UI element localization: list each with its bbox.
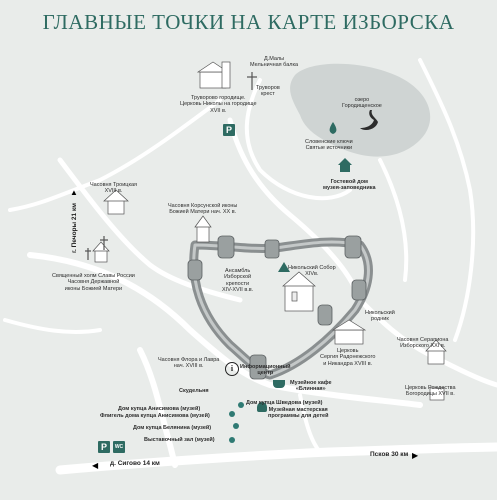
ensemble-label: Ансамбль Изборской крепости XIV-XVII в.в… (222, 268, 254, 293)
house-icon (340, 160, 352, 172)
drop-icon (329, 122, 337, 134)
nicholas-spring-label: Никольский родник (365, 310, 395, 323)
shvedov-house-label[interactable]: Дом купца Шведова (музей) (246, 400, 323, 406)
fortress (187, 235, 373, 380)
map-title: ГЛАВНЫЕ ТОЧКИ НА КАРТЕ ИЗБОРСКА (42, 10, 455, 34)
skudelnya-label: Скудельня (179, 388, 209, 394)
glory-hill-label: Священный холм Славы России Часовня Держ… (52, 273, 135, 292)
parking-icon[interactable]: P (98, 441, 110, 453)
tent-icon (278, 262, 290, 272)
road-sigovo-label: д. Сигово 14 км (110, 460, 160, 467)
exhibition-hall-label[interactable]: Выставочный зал (музей) (144, 437, 215, 443)
truvor-cross-label: Труворов крест (256, 85, 280, 98)
nativity-church-label: Церковь Рождества Богородицы XVII в. (405, 385, 456, 398)
anisimov-house-label[interactable]: Дом купца Анисимова (музей) (118, 406, 201, 412)
anisimov-wing-label[interactable]: Флигель дома купца Анисимова (музей) (100, 413, 210, 419)
road-pskov-label: Псков 30 км (370, 451, 409, 458)
arrow-up-icon: ▲ (70, 188, 78, 197)
road-pechory-label: г. Печоры 21 км (71, 203, 78, 253)
swan-icon (360, 110, 378, 130)
cross-icons (85, 72, 257, 260)
belyanin-house-label[interactable]: Дом купца Белянина (музей) (133, 425, 212, 431)
arrow-left-icon: ◀ (92, 461, 99, 470)
trinity-chapel-label: Часовня Троицкая XVIII в. (90, 182, 138, 195)
truvor-settlement-label: Труворово городище. Церковь Николы на го… (180, 95, 257, 114)
flor-chapel-label: Часовня Флора и Лавра нач. XVIII в. (158, 357, 220, 370)
nicholas-cathedral-label: Никольский Собор XIVв. (288, 265, 336, 278)
mill-label: Д.Малы Мельничная балка (250, 56, 299, 69)
horse-icon (257, 402, 267, 412)
cafe-label[interactable]: Музейное кафе «Блинная» (290, 380, 332, 393)
workshop-label[interactable]: Музейная мастерская программы для детей (268, 407, 329, 420)
coffee-cup-icon (273, 380, 285, 388)
guesthouse-label[interactable]: Гостевой дом музея-заповедника (323, 179, 376, 192)
springs-label: Словенские ключи Святые источники (305, 139, 353, 152)
arrow-right-icon: ▶ (412, 451, 419, 460)
info-center-label[interactable]: Информационный центр (240, 364, 291, 377)
parking-icon[interactable]: P (223, 124, 235, 136)
info-icon[interactable]: i (225, 362, 239, 376)
lake (290, 63, 431, 157)
location-dots (229, 402, 244, 443)
sergius-church-label: Церковь Сергия Радонежского и Никандра X… (320, 348, 376, 367)
korsun-chapel-label: Часовня Корсунской иконы Божией Матери н… (168, 203, 238, 216)
buildings (92, 61, 447, 401)
roads (3, 58, 497, 475)
serapion-chapel-label: Часовня Серапиона Изборского XXI в. (397, 337, 449, 350)
lake-label: озеро Городищенское (342, 97, 382, 110)
wc-icon[interactable]: WC (113, 441, 125, 453)
